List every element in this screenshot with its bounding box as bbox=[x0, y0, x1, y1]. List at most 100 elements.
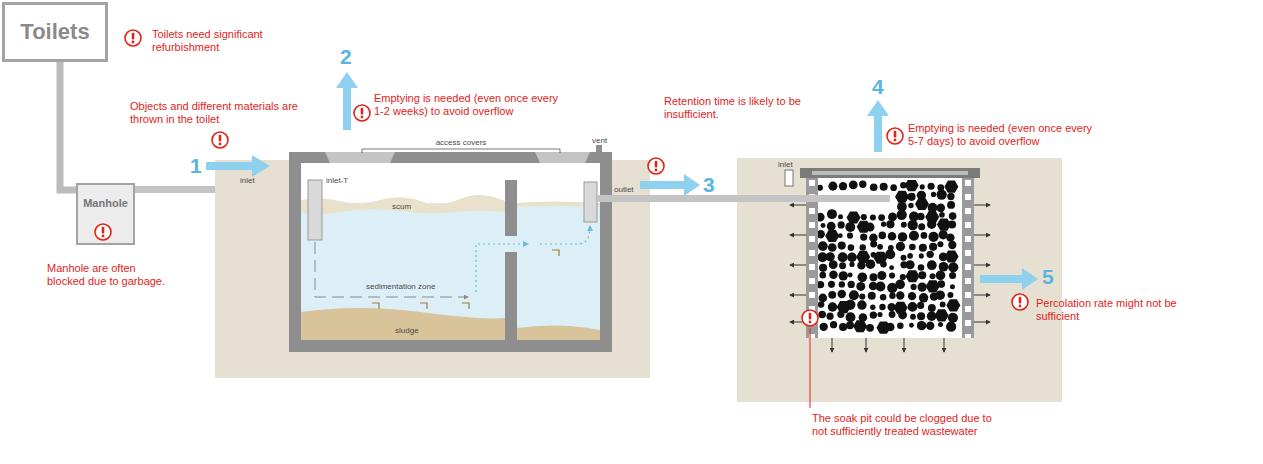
part-label: vent bbox=[592, 136, 607, 145]
gravel bbox=[853, 320, 867, 332]
gravel bbox=[818, 311, 826, 319]
gravel bbox=[909, 244, 916, 251]
gravel bbox=[828, 243, 837, 252]
gravel bbox=[929, 243, 937, 251]
flow-arrow-big bbox=[640, 174, 700, 196]
gravel bbox=[818, 301, 824, 308]
gravel bbox=[847, 252, 857, 262]
flow-arrow-big bbox=[980, 268, 1038, 290]
tank-wall bbox=[289, 152, 612, 352]
gravel bbox=[928, 203, 938, 213]
gravel bbox=[889, 311, 896, 318]
gravel bbox=[866, 324, 874, 332]
gravel bbox=[849, 290, 859, 300]
gravel bbox=[877, 271, 886, 280]
gravel bbox=[857, 221, 871, 233]
seepage-arrows bbox=[974, 295, 990, 296]
gravel bbox=[885, 249, 895, 259]
part-label: outlet bbox=[614, 185, 634, 194]
gravel bbox=[878, 214, 885, 221]
gravel bbox=[928, 232, 938, 242]
gravel bbox=[897, 202, 907, 212]
warning-note: Percolation rate might not be sufficient bbox=[1036, 297, 1186, 323]
gravel bbox=[930, 292, 938, 300]
gravel bbox=[915, 198, 929, 210]
alert-icons bbox=[1012, 294, 1028, 310]
gravel bbox=[869, 234, 878, 243]
sludge-layer bbox=[301, 308, 505, 340]
seepage-arrows bbox=[790, 295, 806, 296]
gravel bbox=[848, 244, 855, 251]
gravel bbox=[839, 262, 846, 269]
gravel bbox=[828, 291, 836, 299]
callout-number: 4 bbox=[872, 76, 884, 98]
gravel bbox=[909, 323, 914, 328]
gravel bbox=[938, 322, 943, 327]
gravel bbox=[888, 245, 894, 251]
gravel bbox=[927, 220, 936, 229]
gravel bbox=[948, 220, 956, 228]
alert-icons bbox=[354, 105, 370, 121]
gravel bbox=[920, 184, 925, 189]
flow-arrow-big bbox=[206, 155, 270, 177]
leader-line bbox=[810, 328, 811, 408]
settling-particle bbox=[462, 303, 469, 309]
gravel bbox=[869, 282, 878, 291]
gravel bbox=[935, 290, 945, 300]
seepage-arrows bbox=[974, 205, 990, 206]
seepage-arrows bbox=[974, 235, 990, 236]
gravel bbox=[908, 220, 918, 230]
gravel bbox=[818, 230, 825, 238]
gravel bbox=[944, 181, 958, 193]
settling-particle bbox=[372, 303, 379, 309]
soak-pit bbox=[737, 158, 1062, 402]
pipe-connector bbox=[60, 62, 76, 190]
gravel bbox=[926, 251, 933, 258]
gravel bbox=[918, 271, 926, 279]
gravel bbox=[910, 314, 916, 320]
gravel bbox=[871, 252, 877, 258]
gravel bbox=[827, 209, 837, 219]
gravel bbox=[845, 222, 855, 232]
gravel bbox=[859, 181, 866, 188]
access-cover bbox=[535, 152, 590, 163]
gravel bbox=[939, 230, 948, 239]
scum-layer bbox=[517, 202, 600, 208]
gravel bbox=[895, 191, 909, 203]
outflow-pipe bbox=[597, 195, 890, 202]
ground bbox=[215, 160, 650, 378]
gravel bbox=[856, 251, 870, 263]
gravel bbox=[946, 322, 956, 332]
gravel bbox=[847, 211, 861, 223]
vent-pipe bbox=[596, 145, 602, 154]
gravel bbox=[928, 183, 935, 190]
warning-note: Manhole are often blocked due to garbage… bbox=[47, 262, 172, 288]
gravel bbox=[897, 210, 907, 220]
warning-note: Toilets need significant refurbishment bbox=[152, 28, 292, 54]
gravel bbox=[917, 213, 925, 221]
part-label: inlet bbox=[240, 176, 255, 185]
gravel bbox=[894, 302, 908, 314]
gravel bbox=[880, 294, 887, 301]
outflow-pipe bbox=[597, 195, 890, 202]
gravel bbox=[866, 223, 875, 232]
gravel bbox=[905, 180, 919, 191]
access-cover bbox=[325, 152, 395, 163]
gravel bbox=[839, 271, 848, 280]
gravel bbox=[927, 311, 937, 321]
gravel bbox=[877, 244, 883, 250]
gravel bbox=[936, 270, 946, 280]
warning-note: Emptying is needed (even once every 5-7 … bbox=[908, 122, 1104, 148]
settling-particle bbox=[372, 250, 559, 309]
flow-arrow bbox=[476, 244, 528, 292]
gravel bbox=[917, 312, 925, 320]
gravel bbox=[889, 265, 894, 270]
flow-arrow bbox=[540, 226, 590, 244]
flow-arrow-big bbox=[206, 72, 1038, 290]
gravel bbox=[886, 220, 894, 228]
gravel bbox=[821, 223, 826, 228]
gravel bbox=[879, 304, 885, 310]
gravel bbox=[948, 262, 958, 272]
